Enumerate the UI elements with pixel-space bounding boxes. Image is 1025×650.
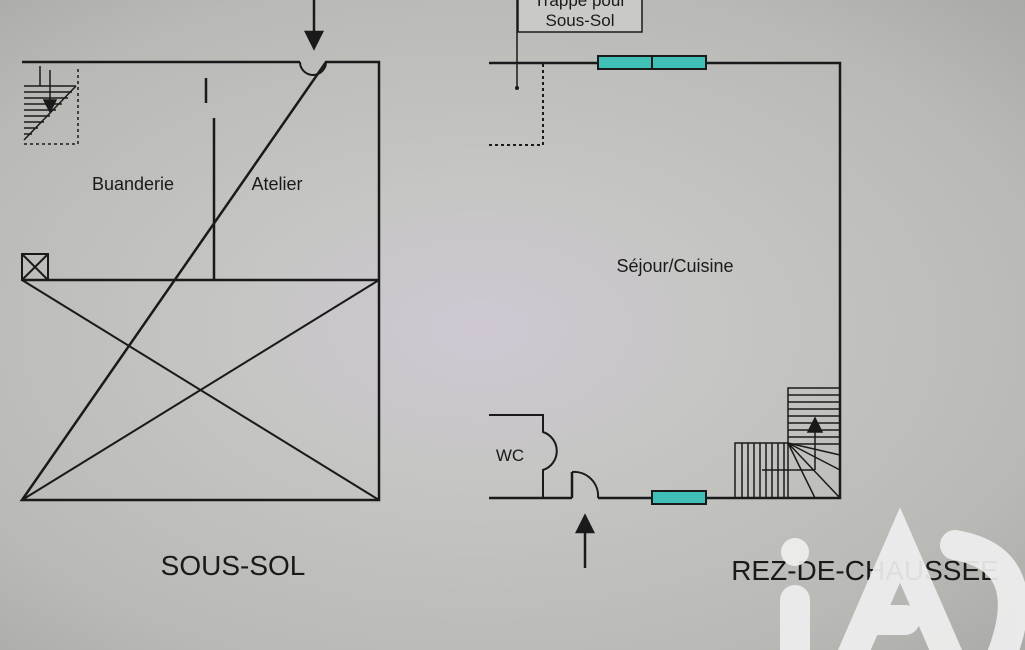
sous-sol-title: SOUS-SOL (161, 550, 306, 581)
iad-logo (780, 507, 1025, 650)
rdc-plan: Trappe pour Sous-Sol Séjour/Cuisine WC R… (489, 0, 999, 586)
entry-arrow-icon (574, 513, 596, 534)
trap-label-line1: Trappe pour (534, 0, 626, 10)
room-buanderie: Buanderie (92, 174, 174, 194)
stairs (23, 66, 79, 145)
room-wc: WC (496, 446, 524, 465)
room-sejour-cuisine: Séjour/Cuisine (616, 256, 733, 276)
window (597, 55, 653, 70)
entry-arrow-icon (303, 30, 325, 51)
room-atelier: Atelier (251, 174, 302, 194)
trap-label-line2: Sous-Sol (546, 11, 615, 30)
window (651, 55, 707, 70)
door (299, 61, 327, 76)
window (651, 490, 707, 505)
rdc-title: REZ-DE-CHAUSSEE (731, 555, 999, 586)
sous-sol-plan: Buanderie Atelier SOUS-SOL (19, 0, 381, 581)
stairs (734, 387, 841, 499)
